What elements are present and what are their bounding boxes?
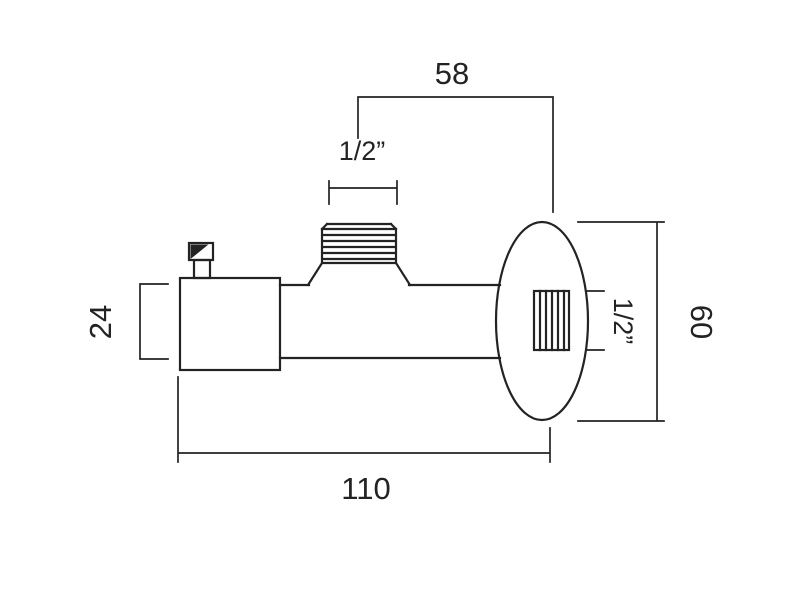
dim-24-label: 24 — [83, 305, 118, 339]
handle-head-detail — [190, 244, 209, 260]
dim-top-thread-label: 1/2” — [339, 136, 386, 166]
dim-wall-thread-lines — [585, 290, 605, 351]
dim-110-lines — [177, 376, 551, 463]
dim-58-lines — [357, 96, 554, 213]
wall-thread-lines — [538, 289, 566, 352]
valve-object — [178, 220, 590, 422]
dim-60-label: 60 — [684, 305, 719, 339]
outlet-thread — [320, 222, 398, 265]
wall-flange — [494, 220, 590, 422]
handle-stem — [192, 258, 212, 280]
dim-58-label: 58 — [435, 56, 469, 91]
dim-24-lines — [139, 283, 169, 360]
handle-head — [187, 241, 215, 262]
dim-110-label: 110 — [341, 471, 390, 506]
dim-wall-thread-label: 1/2” — [608, 298, 638, 345]
dimension-lines: 58 1/2” 24 110 60 1/2” — [83, 56, 719, 506]
outlet-flare — [306, 261, 412, 287]
valve-body — [178, 276, 282, 372]
dim-top-thread-lines — [328, 180, 398, 205]
dim-60-lines — [577, 221, 665, 422]
